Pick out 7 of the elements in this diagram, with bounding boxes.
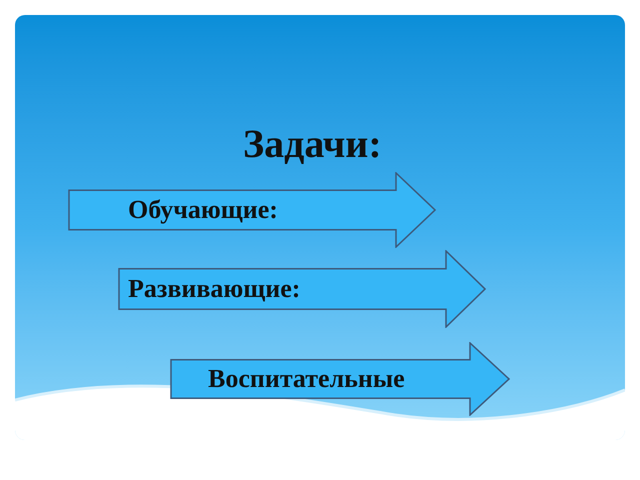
arrow-shape	[118, 250, 486, 328]
arrow-label: Развивающие:	[128, 276, 300, 302]
arrow-label: Воспитательные	[208, 366, 405, 392]
arrow-shape	[170, 342, 510, 416]
arrow-shape	[68, 172, 436, 248]
slide-title: Задачи:	[243, 124, 382, 164]
arrow-label: Обучающие:	[128, 197, 278, 223]
